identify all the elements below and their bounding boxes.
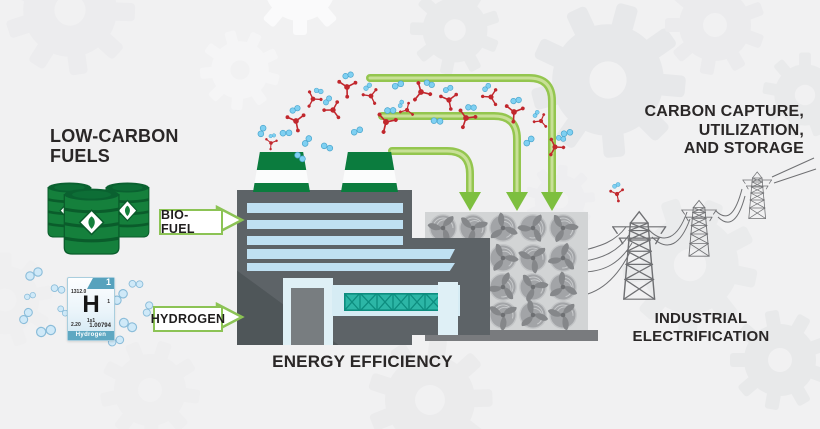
- electronegativity: 2.20: [71, 322, 81, 328]
- electron-configuration: 1s1: [86, 318, 96, 324]
- energy-efficiency-title: ENERGY EFFICIENCY: [272, 352, 453, 371]
- smokestack-icon: [341, 152, 398, 192]
- hydrogen-label-text: HYDROGEN: [150, 312, 226, 326]
- low-carbon-fuels-line1: LOW-CARBON: [50, 126, 179, 146]
- industrial-electrification-title: INDUSTRIAL ELECTRIFICATION: [595, 310, 807, 346]
- factory-window-row: [247, 263, 455, 271]
- ccus-title: CARBON CAPTURE, UTILIZATION, AND STORAGE: [584, 103, 804, 159]
- smokestack-icon: [253, 152, 310, 192]
- factory-window-row: [247, 220, 403, 229]
- oxidation-state: 1: [107, 299, 110, 305]
- barrels-icon: [46, 181, 151, 256]
- ccus-line1: CARBON CAPTURE,: [644, 103, 804, 120]
- factory-door: [291, 288, 324, 345]
- hydrogen-arrow-label: HYDROGEN: [150, 306, 226, 332]
- factory-window-row: [247, 249, 455, 259]
- walkway-pillar: [438, 282, 458, 335]
- element-symbol: H: [82, 291, 100, 318]
- carbon-capture-unit-base: [425, 330, 598, 341]
- industrial-electrification-line1: INDUSTRIAL: [654, 310, 748, 327]
- bio-fuel-label-text: BIO-FUEL: [161, 208, 195, 236]
- ccus-line3: AND STORAGE: [683, 140, 804, 158]
- low-carbon-fuels-title: LOW-CARBON FUELS: [50, 126, 179, 166]
- low-carbon-fuels-line2: FUELS: [50, 146, 111, 167]
- factory-window-row: [247, 236, 403, 245]
- bio-fuel-arrow-label: BIO-FUEL: [159, 208, 223, 236]
- element-name: Hydrogen: [68, 331, 114, 340]
- atomic-mass: 1.00794: [89, 323, 111, 329]
- hydrogen-element-tile: 1 1312.0 1 H 1s1 2.20 1.00794 Hydrogen: [67, 277, 115, 341]
- factory-window-row: [247, 203, 403, 213]
- ccus-line2: UTILIZATION,: [698, 121, 804, 139]
- tile-corner-ribbon: [87, 278, 114, 289]
- atomic-number: 1: [105, 277, 111, 287]
- ionization-energy: 1312.0: [71, 289, 87, 295]
- industrial-electrification-line2: ELECTRIFICATION: [632, 328, 770, 345]
